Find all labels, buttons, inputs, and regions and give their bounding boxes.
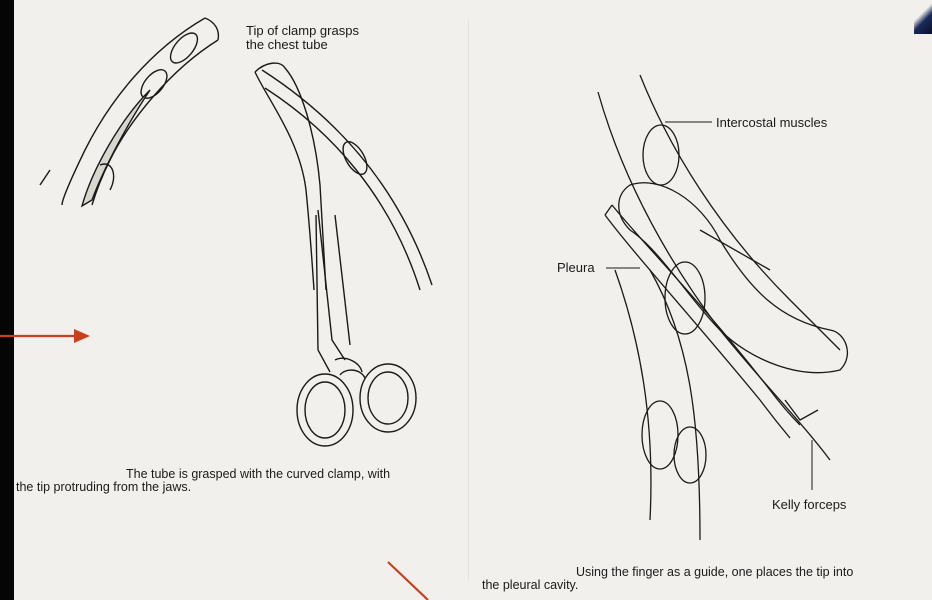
red-arrow-head xyxy=(74,329,90,343)
muscle-cell-1 xyxy=(643,125,679,185)
label-leaders xyxy=(606,122,812,490)
muscle-cell-3 xyxy=(642,401,678,469)
pleura-label: Pleura xyxy=(557,261,595,275)
muscle-cell-4 xyxy=(674,427,706,483)
left-caption: The tube is grasped with the curved clam… xyxy=(16,468,390,494)
right-caption: Using the finger as a guide, one places … xyxy=(482,566,853,592)
tube-stripe xyxy=(82,90,150,206)
curved-clamp xyxy=(255,63,432,446)
right-caption-line2: the pleural cavity. xyxy=(482,579,853,592)
chest-wall-illustration xyxy=(598,75,847,540)
tip-of-clamp-label-line2: the chest tube xyxy=(246,38,359,52)
clamp-tube-hole xyxy=(338,138,372,178)
intercostal-muscles-label: Intercostal muscles xyxy=(716,116,827,130)
left-caption-line2: the tip protruding from the jaws. xyxy=(16,481,390,494)
tip-of-clamp-label-line1: Tip of clamp grasps xyxy=(246,24,359,38)
tip-of-clamp-label: Tip of clamp grasps the chest tube xyxy=(246,24,359,52)
red-pointer-line xyxy=(388,562,428,600)
annotation-arrows xyxy=(0,329,428,600)
kelly-forceps-label: Kelly forceps xyxy=(772,498,846,512)
chest-tube-closeup xyxy=(40,18,218,206)
tube-hole-mid xyxy=(136,65,172,103)
tube-hole-upper xyxy=(166,28,203,67)
